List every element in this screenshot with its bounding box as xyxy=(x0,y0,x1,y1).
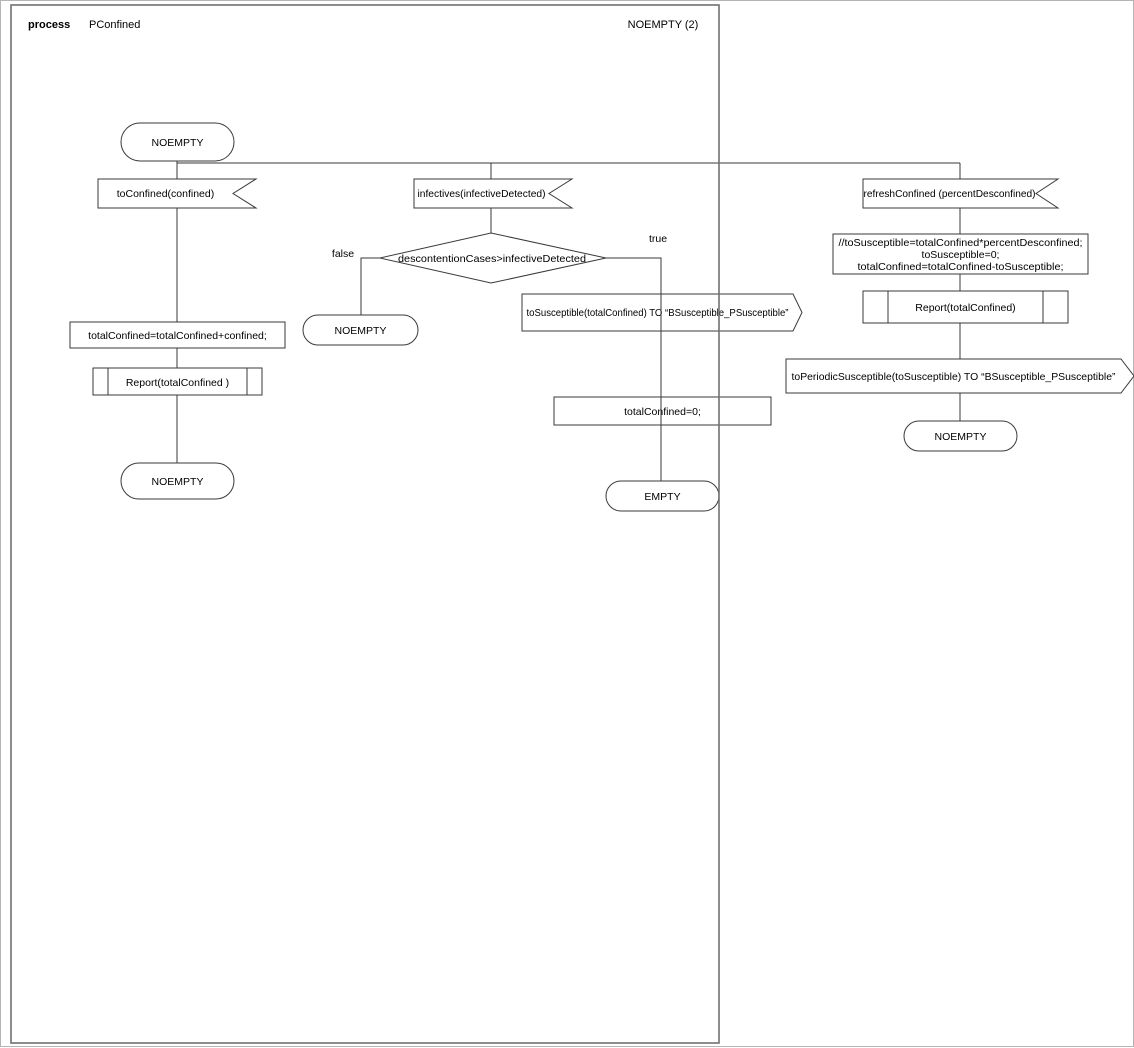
task-desconfine-line1: //toSusceptible=totalConfined*percentDes… xyxy=(839,237,1083,249)
input-infectives[interactable]: infectives(infectiveDetected) xyxy=(413,178,574,209)
output-toSusceptible-label: toSusceptible(totalConfined) TO “BSuscep… xyxy=(527,307,789,319)
task-desconfine[interactable]: //toSusceptible=totalConfined*percentDes… xyxy=(832,233,1089,275)
state-noempty-right-bottom-label: NOEMPTY xyxy=(935,431,987,443)
input-refreshConfined[interactable]: refreshConfined (percentDesconfined) xyxy=(862,178,1060,209)
task-reset-totalConfined[interactable]: totalConfined=0; xyxy=(553,396,772,426)
process-frame xyxy=(10,4,720,1044)
input-toConfined-label: toConfined(confined) xyxy=(117,188,214,200)
state-noempty-right-bottom[interactable]: NOEMPTY xyxy=(903,420,1018,452)
decision-descontention[interactable]: descontentionCases>infectiveDetected xyxy=(379,232,607,284)
input-toConfined[interactable]: toConfined(confined) xyxy=(97,178,258,209)
state-noempty-false[interactable]: NOEMPTY xyxy=(302,314,419,346)
output-toPeriodicSusceptible[interactable]: toPeriodicSusceptible(toSusceptible) TO … xyxy=(785,358,1134,394)
procedure-report-right[interactable]: Report(totalConfined) xyxy=(862,290,1069,324)
connector-wires xyxy=(176,161,961,463)
true-branch-wire xyxy=(605,257,662,481)
decision-false-label: false xyxy=(332,248,354,260)
task-add-confined[interactable]: totalConfined=totalConfined+confined; xyxy=(69,321,286,349)
task-desconfine-line3: totalConfined=totalConfined-toSusceptibl… xyxy=(858,261,1064,273)
state-reference-label: NOEMPTY (2) xyxy=(628,19,699,31)
procedure-report-right-label: Report(totalConfined) xyxy=(915,302,1015,314)
state-noempty-left-bottom-label: NOEMPTY xyxy=(152,476,204,488)
task-add-confined-label: totalConfined=totalConfined+confined; xyxy=(88,330,267,342)
state-empty-label: EMPTY xyxy=(644,491,680,503)
task-reset-totalConfined-label: totalConfined=0; xyxy=(624,406,701,418)
state-noempty-top-label: NOEMPTY xyxy=(152,137,204,149)
task-desconfine-line2: toSusceptible=0; xyxy=(922,249,1000,261)
decision-true-label: true xyxy=(649,233,667,245)
procedure-report-left-label: Report(totalConfined ) xyxy=(126,377,229,389)
output-toSusceptible[interactable]: toSusceptible(totalConfined) TO “BSuscep… xyxy=(521,293,803,332)
state-noempty-top[interactable]: NOEMPTY xyxy=(120,122,235,162)
state-noempty-false-label: NOEMPTY xyxy=(335,325,387,337)
process-name-label: PConfined xyxy=(89,19,140,31)
output-toPeriodicSusceptible-label: toPeriodicSusceptible(toSusceptible) TO … xyxy=(792,371,1116,383)
state-empty[interactable]: EMPTY xyxy=(605,480,720,512)
input-refreshConfined-label: refreshConfined (percentDesconfined) xyxy=(864,188,1036,200)
procedure-report-left[interactable]: Report(totalConfined ) xyxy=(92,367,263,396)
state-noempty-left-bottom[interactable]: NOEMPTY xyxy=(120,462,235,500)
process-keyword-label: process xyxy=(28,19,70,31)
input-infectives-label: infectives(infectiveDetected) xyxy=(418,188,546,200)
false-branch-wire xyxy=(360,257,380,315)
decision-descontention-label: descontentionCases>infectiveDetected xyxy=(398,253,586,265)
